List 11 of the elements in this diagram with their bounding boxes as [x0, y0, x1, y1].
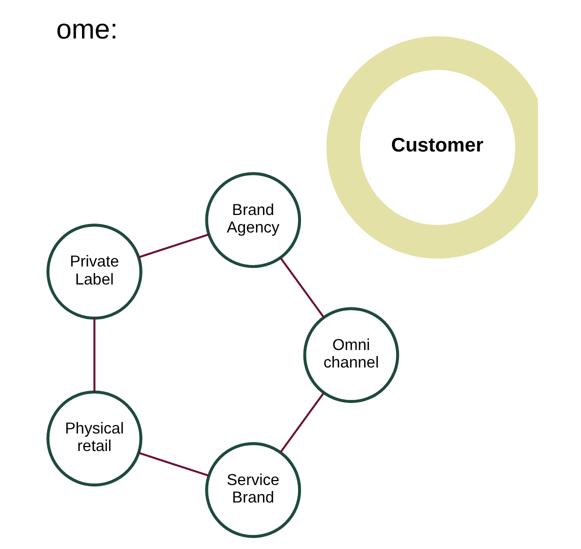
connector: [92, 318, 95, 392]
connector: [279, 257, 324, 318]
connector: [138, 452, 209, 477]
node-circle: Physical retail: [46, 390, 142, 486]
node-circle: Brand Agency: [204, 172, 301, 268]
node-circle: Service Brand: [204, 442, 301, 538]
node-circle: Private Label: [46, 224, 142, 320]
connector: [138, 234, 209, 258]
connector: [279, 392, 324, 453]
node-circle: Omni channel: [302, 307, 399, 404]
diagram-title: ome:: [56, 14, 118, 45]
